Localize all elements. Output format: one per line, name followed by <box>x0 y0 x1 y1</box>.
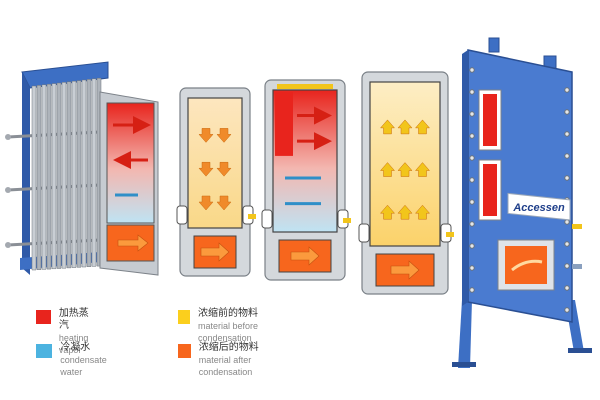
plate-stack <box>5 61 159 276</box>
bolt-icon <box>469 221 475 227</box>
side-port <box>176 205 188 225</box>
arrow-icon <box>216 195 232 211</box>
plate-slice <box>66 81 72 269</box>
plate-slice <box>56 82 62 269</box>
nozzle-icon <box>572 224 582 269</box>
arrow-icon <box>397 119 413 135</box>
bolt-icon <box>469 287 475 293</box>
arrow-icon <box>414 204 431 220</box>
bolt-icon <box>564 109 570 115</box>
plate-slice <box>71 80 77 268</box>
arrow-icon <box>379 119 396 135</box>
arrow-icon <box>290 246 320 266</box>
legend-item-material-before: 浓缩前的物料 material before condensation <box>178 308 262 344</box>
arrow-icon <box>117 234 149 252</box>
plate-slice <box>91 78 97 267</box>
bolt-icon <box>469 265 475 271</box>
legend-label-zh: 加热蒸汽 <box>58 308 89 331</box>
plate-slice <box>51 83 57 270</box>
arrow-icon <box>198 195 214 211</box>
heating-channel <box>275 92 293 156</box>
legend-label-zh: 浓缩前的物料 <box>198 308 259 319</box>
legend-item-heating-vapor: 加热蒸汽 heating vapor <box>36 308 96 356</box>
bolt-icon <box>469 243 475 249</box>
bolt-icon <box>469 89 475 95</box>
plate-slice <box>31 85 37 271</box>
bolt-icon <box>469 177 475 183</box>
legend-label-en: condensate water <box>60 355 107 377</box>
bolt-icon <box>564 307 570 313</box>
bolt-icon <box>469 67 475 73</box>
legend-label-en: material after condensation <box>198 355 253 377</box>
exploded-plate <box>261 79 351 281</box>
bolt-icon <box>564 153 570 159</box>
plate-chamber <box>187 97 243 229</box>
arrow-icon <box>216 128 232 143</box>
bolt-icon <box>564 285 570 291</box>
plate-slice <box>46 83 52 270</box>
bolt-icon <box>564 263 570 269</box>
bolt-icon <box>469 133 475 139</box>
nozzle-icon <box>248 214 256 219</box>
arrow-icon <box>379 204 396 220</box>
legend-item-material-after: 浓缩后的物料 material after condensation <box>178 342 262 378</box>
exploded-plate <box>176 87 256 277</box>
material-before-swatch <box>178 310 191 324</box>
heating-vapor-swatch <box>36 310 51 324</box>
nozzle-icon <box>343 218 351 223</box>
material-after-swatch <box>178 344 191 358</box>
legend-label-en: heating vapor <box>58 333 89 355</box>
nozzle-icon <box>446 232 454 237</box>
legend-label-zh: 冷凝水 <box>60 342 91 353</box>
legend-item-condensate-water: 冷凝水 condensate water <box>36 342 113 378</box>
plate-slice <box>81 79 87 268</box>
condensate-water-swatch <box>36 344 53 358</box>
frame-plate: Accessen <box>452 37 592 368</box>
top-bar <box>277 84 333 89</box>
arrow-icon <box>379 162 396 177</box>
bolt-icon <box>469 155 475 161</box>
bolt-icon <box>564 241 570 247</box>
arrow-icon <box>390 260 420 280</box>
arrow-icon <box>414 119 431 135</box>
exploded-plate <box>358 71 454 295</box>
legend-label-zh: 浓缩后的物料 <box>198 342 259 353</box>
brand-logo: Accessen <box>512 202 565 214</box>
arrow-icon <box>200 242 230 262</box>
plate-slice <box>36 85 42 270</box>
legend-label-en: material before condensation <box>198 321 259 343</box>
arrow-icon <box>216 161 232 177</box>
arrow-icon <box>397 162 413 177</box>
arrow-icon <box>397 204 413 220</box>
plate-slice <box>86 79 92 267</box>
bolt-icon <box>564 131 570 137</box>
bolt-icon <box>564 175 570 181</box>
arrow-icon <box>198 128 214 143</box>
plate-slice <box>76 80 82 268</box>
plate-slice <box>41 84 47 270</box>
arrow-icon <box>198 161 214 177</box>
arrow-icon <box>414 162 431 177</box>
bolt-icon <box>564 219 570 225</box>
bolt-icon <box>469 111 475 117</box>
bolt-icon <box>469 199 475 205</box>
plate-slice <box>61 82 67 269</box>
side-port <box>358 223 370 243</box>
bolt-icon <box>564 87 570 93</box>
side-port <box>261 209 273 229</box>
